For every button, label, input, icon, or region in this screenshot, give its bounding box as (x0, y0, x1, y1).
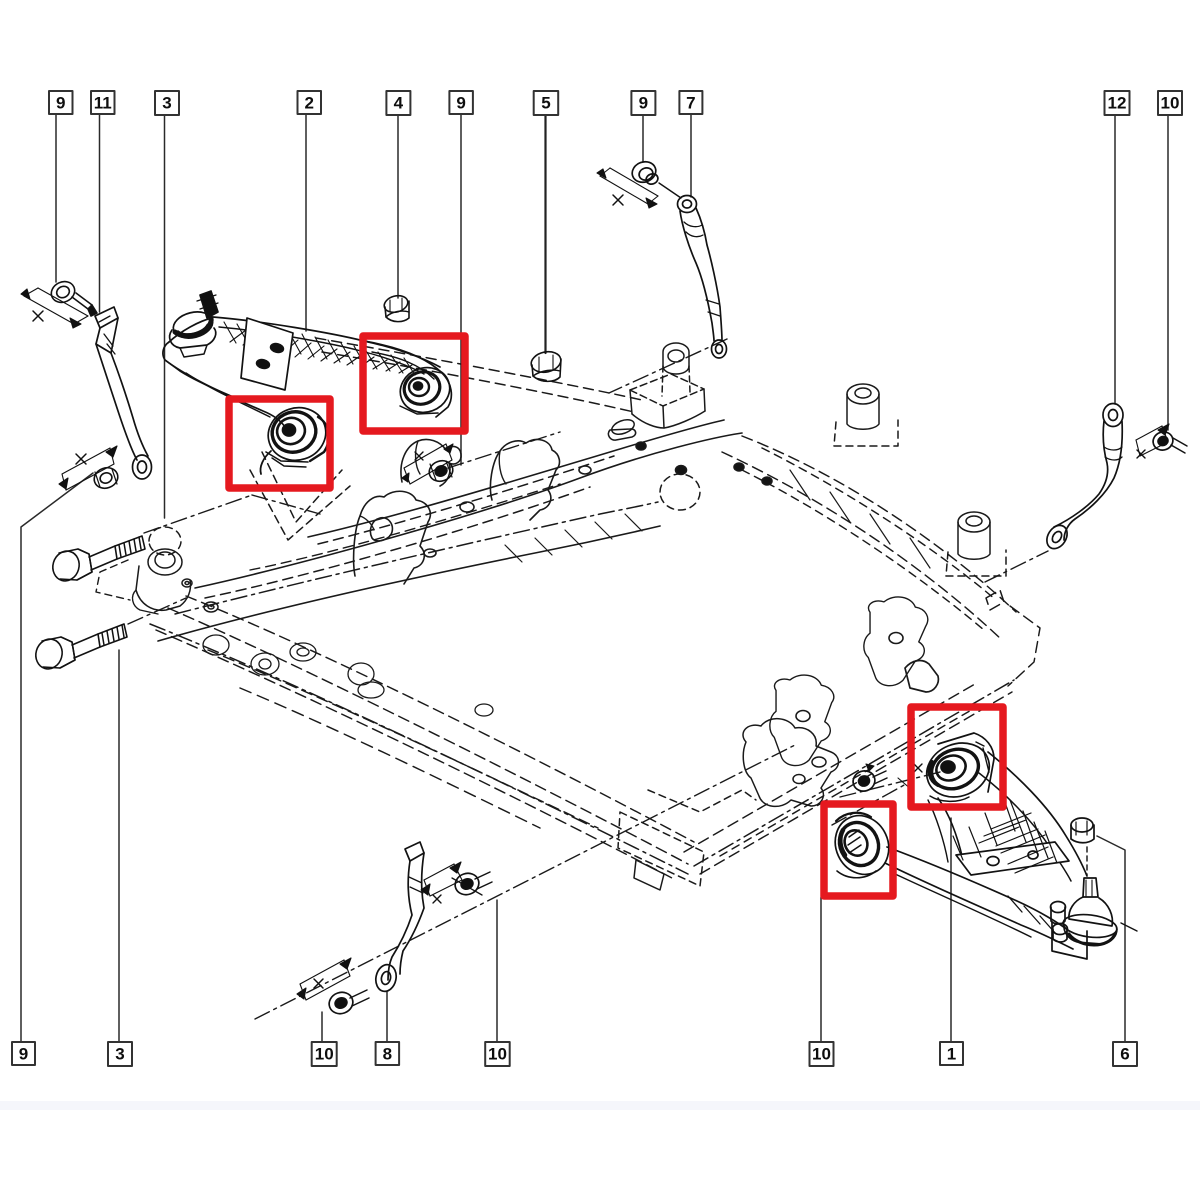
svg-text:12: 12 (1108, 94, 1127, 113)
svg-text:10: 10 (1161, 94, 1180, 113)
svg-text:9: 9 (19, 1045, 28, 1064)
svg-text:9: 9 (56, 94, 65, 113)
svg-text:8: 8 (383, 1045, 392, 1064)
svg-text:11: 11 (94, 94, 112, 113)
svg-text:3: 3 (162, 94, 171, 113)
svg-text:5: 5 (541, 94, 550, 113)
svg-text:2: 2 (305, 94, 314, 113)
svg-text:10: 10 (812, 1045, 831, 1064)
svg-text:1: 1 (947, 1045, 956, 1064)
svg-text:3: 3 (115, 1045, 124, 1064)
svg-text:7: 7 (686, 94, 695, 113)
svg-text:9: 9 (456, 94, 465, 113)
svg-text:4: 4 (394, 94, 404, 113)
svg-text:9: 9 (639, 94, 648, 113)
svg-text:10: 10 (488, 1045, 507, 1064)
svg-text:10: 10 (315, 1045, 334, 1064)
svg-text:6: 6 (1120, 1045, 1129, 1064)
